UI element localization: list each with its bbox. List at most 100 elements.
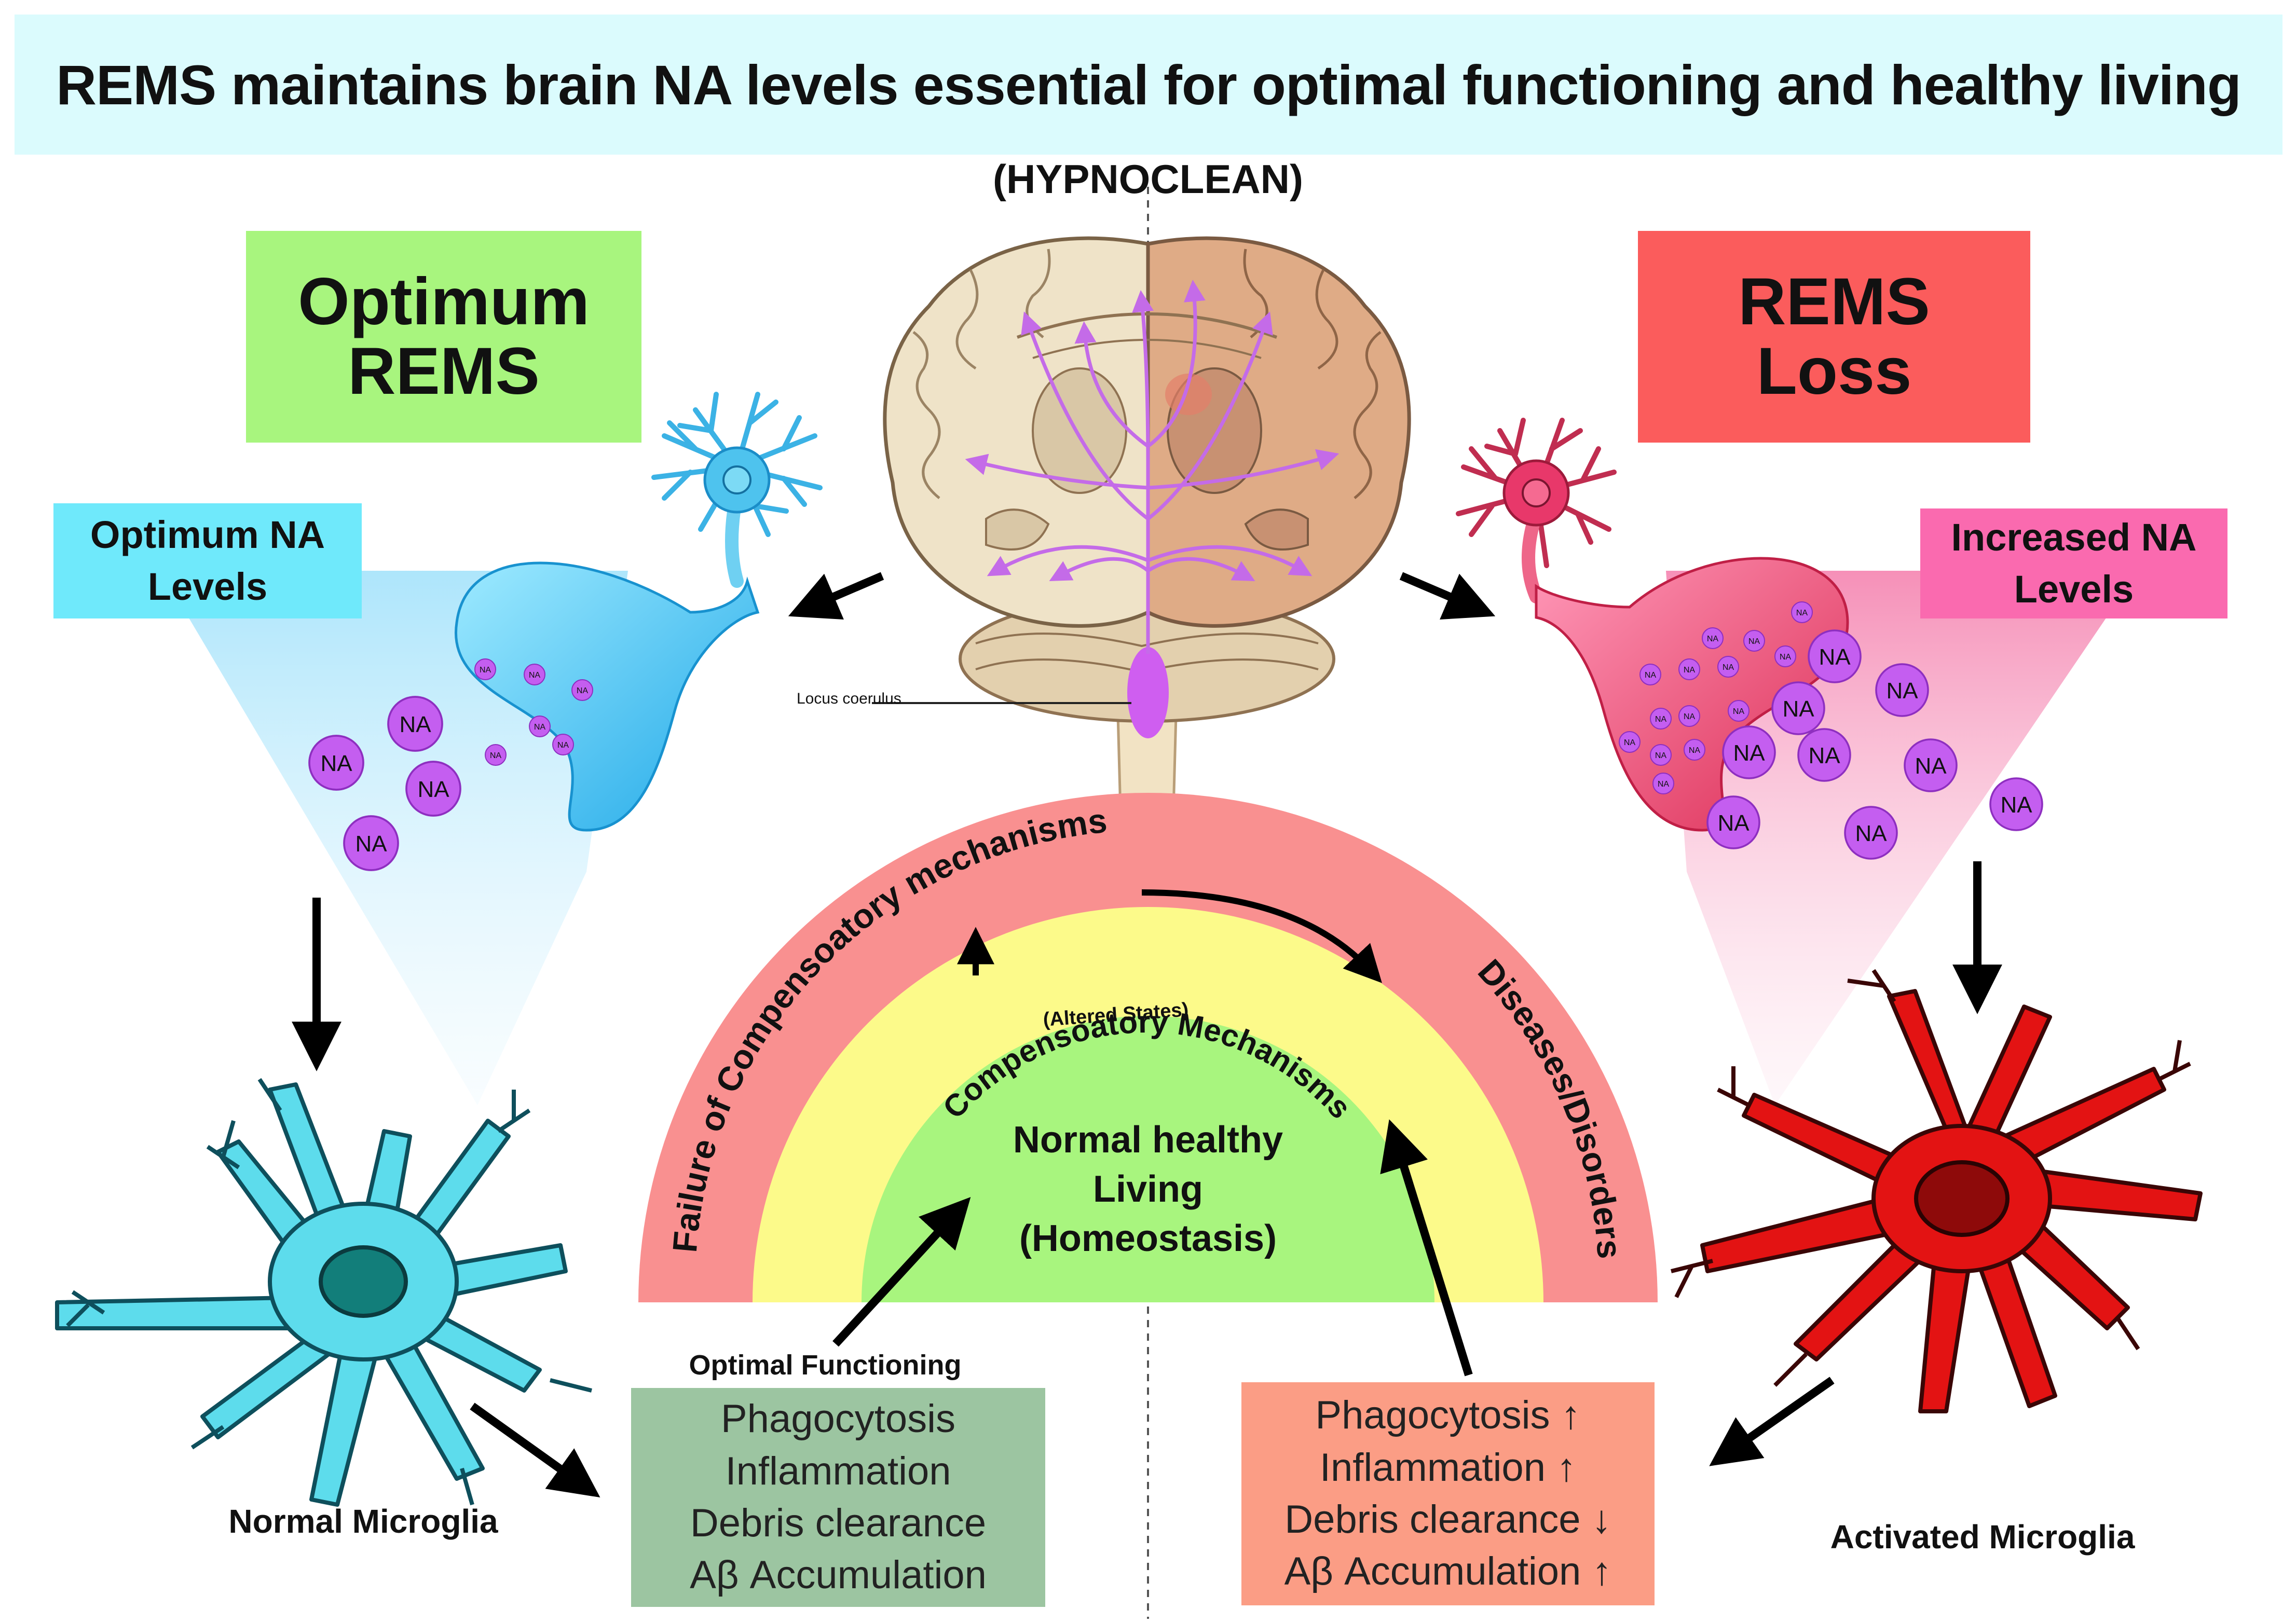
na-molecule (343, 815, 399, 871)
na-vesicle (1728, 700, 1750, 722)
na-vesicle (1650, 708, 1672, 730)
optimal-functioning-label: Optimal Functioning (689, 1350, 962, 1381)
na-vesicle-label: NA (1655, 751, 1667, 760)
na-molecule-label: NA (1886, 678, 1918, 704)
na-vesicle (1652, 773, 1674, 794)
homeostasis-line2: Living (1093, 1168, 1203, 1211)
na-vesicle-label: NA (1684, 712, 1696, 721)
na-vesicle-label: NA (577, 686, 589, 695)
na-molecule-label: NA (355, 831, 387, 857)
na-vesicle (485, 744, 507, 766)
optimum-na-line2: Levels (147, 565, 268, 608)
na-vesicle (1684, 739, 1705, 761)
na-vesicle-label: NA (490, 751, 502, 760)
na-vesicle-label: NA (1658, 780, 1670, 789)
na-vesicle (474, 658, 496, 680)
left-list-item: Debris clearance (690, 1501, 987, 1545)
homeostasis-line1: Normal healthy (1013, 1119, 1283, 1161)
increase-arrow-icon: ↑ (1592, 1549, 1612, 1594)
na-vesicle-label: NA (1723, 663, 1734, 672)
na-pathways (965, 280, 1340, 654)
optimum-na-line1: Optimum NA (90, 513, 325, 557)
left-na-molecules: NA NA NA NA (308, 696, 461, 871)
normal-microglia-nucleus (319, 1245, 408, 1318)
na-molecule (1797, 728, 1851, 782)
na-molecule-label: NA (1915, 753, 1947, 779)
na-vesicle (1774, 645, 1796, 667)
na-molecule (387, 696, 443, 752)
normal-function-list: Phagocytosis Inflammation Debris clearan… (631, 1388, 1045, 1607)
na-molecule (1989, 777, 2043, 831)
na-molecule (1706, 795, 1760, 849)
na-molecule (405, 761, 461, 817)
na-vesicle (1791, 601, 1813, 623)
na-molecule-label: NA (2000, 792, 2032, 818)
na-vesicle-label: NA (1655, 715, 1667, 724)
na-vesicle (1678, 705, 1700, 727)
na-vesicle (552, 734, 574, 755)
na-molecule-label: NA (417, 777, 449, 802)
na-vesicle-label: NA (557, 741, 569, 750)
na-vesicle-label: NA (529, 671, 541, 680)
na-molecule-label: NA (320, 751, 352, 776)
optimum-na-levels-box: Optimum NA Levels (53, 503, 362, 618)
na-vesicle (1717, 656, 1739, 678)
homeostasis-line3: (Homeostasis) (1019, 1218, 1277, 1260)
right-list-item: Phagocytosis ↑ (1315, 1393, 1581, 1438)
rems-loss-line2: Loss (1756, 334, 1912, 408)
right-na-vesicles-small: NA NA NA NA NA NA NA NA NA NA NA NA NA NA (1619, 601, 1813, 794)
na-vesicle-label: NA (1624, 738, 1636, 747)
na-molecule (1904, 738, 1958, 792)
na-vesicle-label: NA (1796, 609, 1808, 617)
na-molecule-label: NA (1733, 740, 1765, 766)
brain-illustration (872, 236, 1411, 848)
optimum-rems-line1: Optimum (298, 264, 590, 339)
activated-microglia-nucleus (1914, 1160, 2010, 1237)
normal-microglia-branches (66, 1078, 592, 1506)
na-molecule-label: NA (1717, 810, 1750, 836)
right-neuron-nucleus (1522, 478, 1551, 507)
increased-na-line1: Increased NA (1951, 516, 2197, 559)
na-vesicle-label: NA (1645, 671, 1657, 680)
right-list-item: Aβ Accumulation ↑ (1284, 1549, 1612, 1594)
na-vesicle-label: NA (1780, 653, 1792, 662)
na-vesicle-label: NA (1684, 666, 1696, 675)
na-molecule-label: NA (1782, 696, 1814, 722)
normal-microglia (55, 1082, 568, 1507)
increased-na-levels-box: Increased NA Levels (1920, 508, 2227, 618)
page-title: REMS maintains brain NA levels essential… (15, 15, 2283, 155)
left-list-item: Inflammation (725, 1449, 951, 1493)
na-vesicle (1619, 731, 1641, 753)
locus-coeruleus (1127, 647, 1169, 738)
na-vesicle (571, 679, 593, 701)
homeostasis-label: Normal healthy Living (Homeostasis) (960, 1116, 1336, 1263)
rems-loss-line1: REMS (1738, 264, 1930, 339)
na-molecule (1844, 806, 1898, 860)
left-list-item: Aβ Accumulation (690, 1553, 987, 1598)
altered-function-list: Phagocytosis ↑ Inflammation ↑ Debris cle… (1241, 1382, 1655, 1605)
na-molecule (1771, 681, 1825, 735)
decrease-arrow-icon: ↓ (1591, 1497, 1611, 1542)
na-vesicle (1743, 630, 1765, 652)
right-list-item: Inflammation ↑ (1319, 1445, 1577, 1490)
normal-microglia-label: Normal Microglia (228, 1503, 498, 1540)
hypnoclean-label: (HYPNOCLEAN) (993, 156, 1303, 202)
na-molecule-label: NA (399, 712, 431, 737)
na-vesicle (529, 716, 551, 737)
na-molecule (1722, 725, 1776, 779)
na-vesicle-label: NA (1707, 635, 1719, 643)
left-neuron-nucleus (722, 465, 751, 494)
optimum-rems-box: Optimum REMS (246, 231, 641, 443)
locus-coeruleus-label: Locus coerulus (797, 690, 901, 707)
na-vesicle-label: NA (534, 723, 546, 732)
rems-loss-box: REMS Loss (1638, 231, 2030, 443)
na-molecule-label: NA (1819, 644, 1851, 670)
na-molecule (1808, 629, 1862, 683)
na-vesicle (1650, 744, 1672, 766)
activated-microglia-label: Activated Microglia (1830, 1518, 2135, 1556)
na-vesicle-label: NA (1733, 707, 1745, 716)
